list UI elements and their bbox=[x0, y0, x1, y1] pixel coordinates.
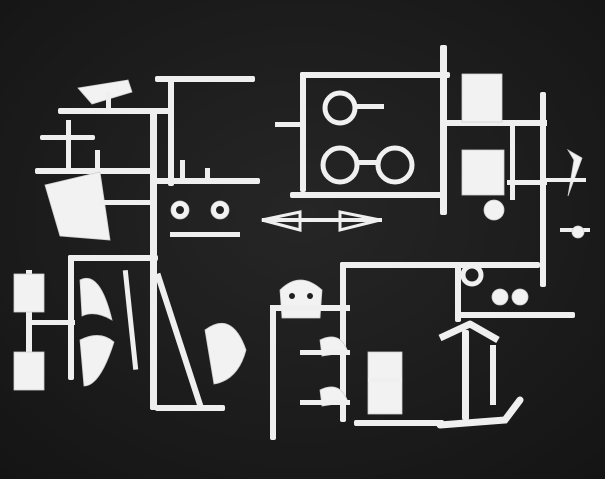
right-sprue-frame bbox=[261, 45, 590, 287]
lower-right-sprue-frame bbox=[270, 262, 575, 440]
left-sprue-frame bbox=[13, 76, 260, 411]
